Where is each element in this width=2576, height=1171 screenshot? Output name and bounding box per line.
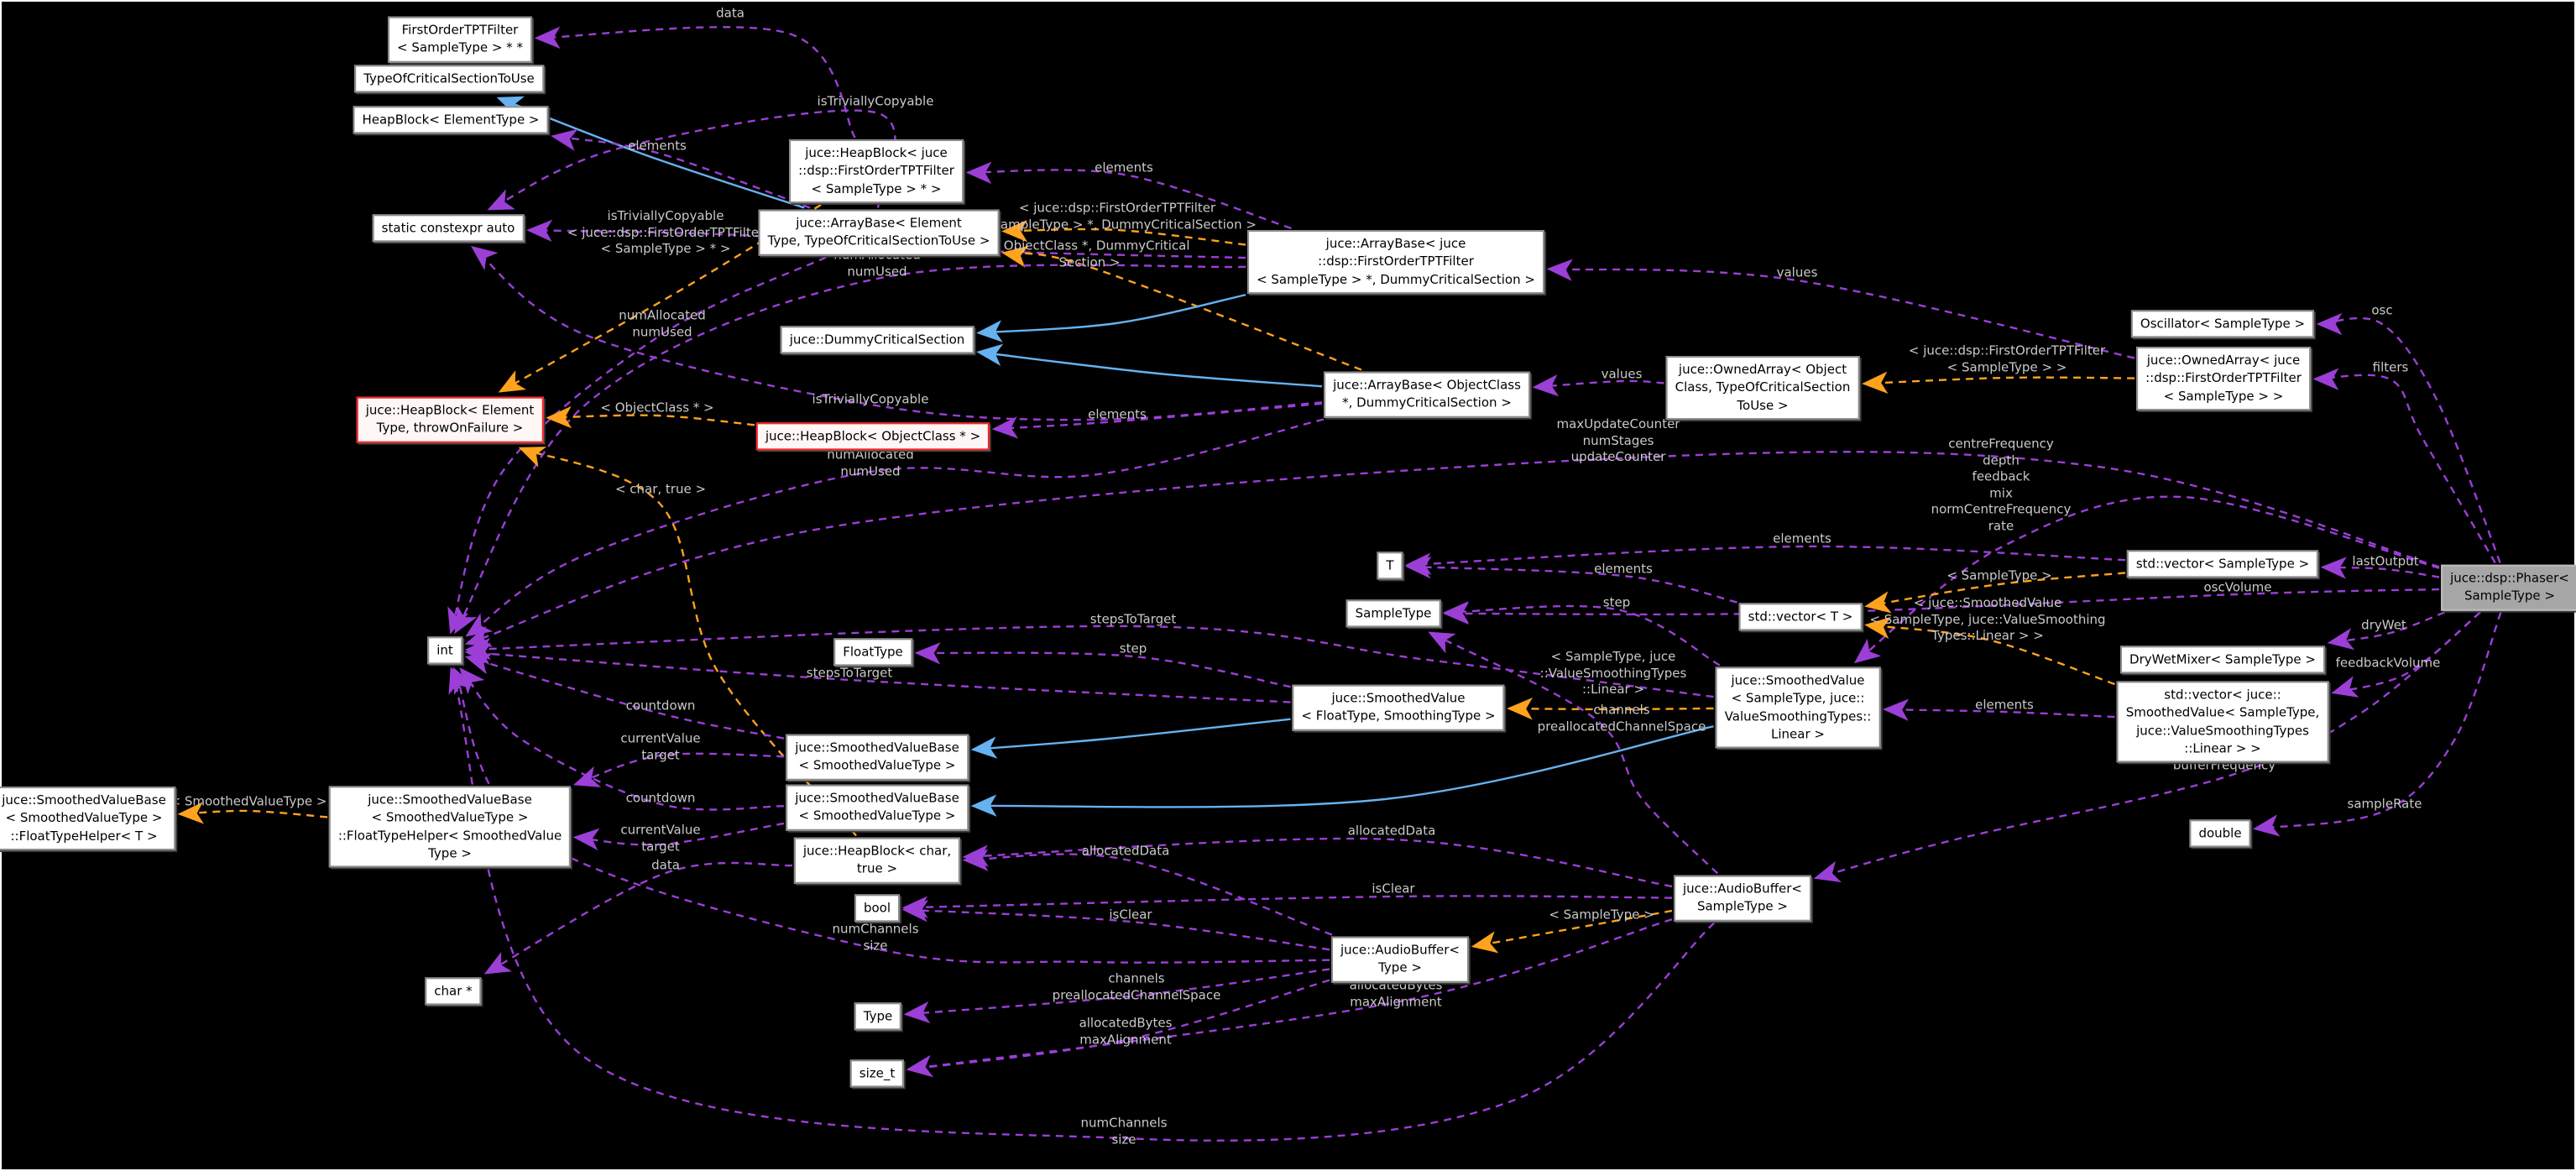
graph-node-char-ptr[interactable]: char * [425, 977, 482, 1006]
edge-usage-arraybase-elementtype-to-heapblock-elementtype [551, 128, 811, 209]
edge-template-smoothedvalue-sampletype-to-smoothedvalue-floattype [1507, 698, 1714, 720]
graph-node-audiobuffer-sampletype[interactable]: juce::AudioBuffer< SampleType > [1674, 875, 1811, 922]
edge-usage-phaser-to-ownedarray-fotpt [2312, 368, 2496, 564]
edge-usage-smoothedvalue-sampletype-to-int [464, 625, 1714, 698]
graph-node-vector-smoothedvalue[interactable]: std::vector< juce:: SmoothedValue< Sampl… [2116, 681, 2329, 763]
edge-usage-arraybase-fotpt-to-heapblock-fotpt-ptr [965, 161, 1292, 230]
graph-node-floattypehelper-t[interactable]: juce::SmoothedValueBase < SmoothedValueT… [0, 787, 175, 850]
edge-usage-smoothedvaluebase-2-to-floattypehelper-svt [572, 822, 785, 850]
graph-node-sampletype[interactable]: SampleType [1345, 599, 1441, 628]
edge-usage-audiobuffer-sampletype-to-sampletype [1428, 631, 1719, 875]
graph-node-ownedarray-objectclass[interactable]: juce::OwnedArray< Object Class, TypeOfCr… [1665, 356, 1860, 420]
graph-node-heapblock-fotpt-ptr[interactable]: juce::HeapBlock< juce ::dsp::FirstOrderT… [789, 139, 964, 203]
edge-usage-arraybase-fotpt-to-int [454, 264, 1246, 635]
graph-node-int[interactable]: int [427, 636, 462, 665]
edge-template-vector-smoothedvalue-to-vector-t [1864, 616, 2115, 686]
graph-node-heapblock-char-true[interactable]: juce::HeapBlock< char, true > [793, 837, 961, 884]
edge-usage-smoothedvalue-floattype-to-floattype [914, 642, 1291, 688]
edge-usage-phaser-to-int [464, 451, 2440, 647]
edge-inherit-smoothedvalue-sampletype-to-smoothedvaluebase-2 [970, 725, 1714, 817]
graph-node-arraybase-fotpt[interactable]: juce::ArrayBase< juce ::dsp::FirstOrderT… [1247, 230, 1544, 294]
edge-usage-phaser-to-oscillator [2316, 312, 2501, 563]
graph-node-arraybase-elementtype[interactable]: juce::ArrayBase< Element Type, TypeOfCri… [758, 209, 1000, 256]
edge-template-ownedarray-fotpt-to-ownedarray-objectclass [1862, 371, 2135, 395]
edge-usage-ownedarray-objectclass-to-arraybase-objectclass [1532, 374, 1664, 397]
edge-usage-phaser-to-audiobuffer-sampletype [1813, 611, 2481, 883]
edge-usage-audiobuffer-type-to-size-t [906, 979, 1330, 1078]
graph-node-size-t[interactable]: size_t [849, 1059, 905, 1088]
edge-usage-heapblock-char-true-to-char-ptr [483, 861, 793, 975]
edge-usage-vector-sampletype-to-t [1405, 545, 2126, 575]
edge-usage-vector-smoothedvalue-to-smoothedvalue-sampletype [1883, 698, 2115, 721]
graph-node-double[interactable]: double [2189, 819, 2251, 848]
edge-template-floattypehelper-svt-to-floattypehelper-t [177, 802, 328, 824]
graph-node-heapblock-elementtype[interactable]: HeapBlock< ElementType > [353, 106, 549, 134]
edge-usage-phaser-to-smoothedvalue-sampletype [1853, 495, 2440, 664]
edge-usage-phaser-to-vector-smoothedvalue [2331, 611, 2481, 698]
edge-template-heapblock-objectclass-ptr-to-heapblock-elementtype-throwonfailure [546, 405, 755, 429]
edge-usage-audiobuffer-sampletype-to-bool [901, 895, 1673, 918]
graph-node-first-order-tpt-filter-ptr[interactable]: FirstOrderTPTFilter < SampleType > * * [388, 16, 532, 63]
graph-node-smoothedvalue-floattype[interactable]: juce::SmoothedValue < FloatType, Smoothi… [1292, 684, 1505, 731]
edge-usage-audiobuffer-type-to-type [903, 968, 1330, 1024]
edge-usage-heapblock-fotpt-ptr-to-first-order-tpt-filter-ptr [534, 26, 856, 139]
graph-node-type-of-critical-section-to-use[interactable]: TypeOfCriticalSectionToUse [354, 65, 544, 93]
graph-node-static-constexpr-auto[interactable]: static constexpr auto [372, 214, 525, 243]
edge-usage-smoothedvalue-sampletype-to-sampletype [1443, 601, 1721, 667]
edge-usage-phaser-to-vector-sampletype [2320, 557, 2440, 579]
edge-template-arraybase-objectclass-to-arraybase-elementtype [1001, 245, 1362, 371]
edge-inherit-arraybase-fotpt-to-dummy-critical-section [976, 294, 1246, 342]
graph-node-ownedarray-fotpt[interactable]: juce::OwnedArray< juce ::dsp::FirstOrder… [2136, 347, 2311, 410]
edge-usage-audiobuffer-type-to-bool [901, 900, 1330, 951]
graph-node-smoothedvalue-sampletype[interactable]: juce::SmoothedValue < SampleType, juce::… [1715, 667, 1881, 749]
edge-usage-audiobuffer-type-to-heapblock-char-true [962, 849, 1333, 936]
graph-node-floattype[interactable]: FloatType [833, 638, 912, 667]
edge-usage-smoothedvaluebase-1-to-int [464, 652, 785, 740]
graph-node-drywetmixer[interactable]: DryWetMixer< SampleType > [2120, 646, 2325, 674]
edge-inherit-smoothedvalue-floattype-to-smoothedvaluebase-1 [970, 718, 1291, 759]
graph-node-arraybase-objectclass[interactable]: juce::ArrayBase< ObjectClass *, DummyCri… [1324, 371, 1530, 418]
edge-usage-phaser-to-sampletype [1443, 588, 2440, 625]
edge-usage-audiobuffer-type-to-int [452, 667, 1330, 964]
edge-template-arraybase-fotpt-to-arraybase-elementtype [1001, 219, 1246, 246]
graph-node-phaser: juce::dsp::Phaser< SampleType > [2441, 564, 2576, 611]
edge-template-vector-sampletype-to-vector-t [1864, 572, 2126, 614]
edge-usage-arraybase-objectclass-to-heapblock-objectclass-ptr [991, 402, 1323, 439]
edge-usage-arraybase-objectclass-to-int [465, 418, 1325, 637]
edge-usage-audiobuffer-sampletype-to-int [448, 667, 1716, 1142]
graph-node-bool[interactable]: bool [854, 894, 901, 923]
graph-node-smoothedvaluebase-1[interactable]: juce::SmoothedValueBase < SmoothedValueT… [786, 734, 969, 781]
edge-usage-ownedarray-fotpt-to-arraybase-fotpt [1546, 259, 2135, 359]
graph-node-dummy-critical-section[interactable]: juce::DummyCriticalSection [780, 326, 974, 354]
edge-usage-arraybase-elementtype-to-int [447, 256, 827, 635]
graph-node-heapblock-elementtype-throwonfailure[interactable]: juce::HeapBlock< Element Type, throwOnFa… [356, 396, 544, 443]
graph-node-oscillator[interactable]: Oscillator< SampleType > [2130, 310, 2315, 338]
edge-usage-phaser-to-double [2253, 612, 2502, 837]
graph-node-smoothedvaluebase-2[interactable]: juce::SmoothedValueBase < SmoothedValueT… [786, 784, 969, 831]
edge-inherit-arraybase-objectclass-to-dummy-critical-section [976, 343, 1323, 388]
edge-usage-audiobuffer-sampletype-to-heapblock-char-true [962, 837, 1673, 888]
edge-usage-smoothedvaluebase-1-to-floattypehelper-svt [572, 752, 785, 787]
graph-node-type[interactable]: Type [854, 1002, 902, 1031]
edge-usage-smoothedvalue-floattype-to-int [464, 642, 1291, 703]
graph-node-vector-t[interactable]: std::vector< T > [1738, 603, 1863, 631]
edge-usage-phaser-to-drywetmixer [2327, 611, 2445, 651]
graph-node-heapblock-objectclass-ptr[interactable]: juce::HeapBlock< ObjectClass * > [755, 422, 990, 451]
edge-template-audiobuffer-sampletype-to-audiobuffer-type [1471, 909, 1673, 954]
edge-usage-arraybase-elementtype-to-static-constexpr-auto [487, 109, 896, 211]
graph-node-floattypehelper-svt[interactable]: juce::SmoothedValueBase < SmoothedValueT… [328, 786, 572, 868]
edge-usage-vector-t-to-t [1405, 556, 1737, 604]
edge-usage-audiobuffer-sampletype-to-size-t [906, 918, 1673, 1078]
graph-node-audiobuffer-type[interactable]: juce::AudioBuffer< Type > [1331, 936, 1469, 983]
graph-node-t[interactable]: T [1377, 552, 1403, 580]
graph-node-vector-sampletype[interactable]: std::vector< SampleType > [2126, 550, 2319, 578]
